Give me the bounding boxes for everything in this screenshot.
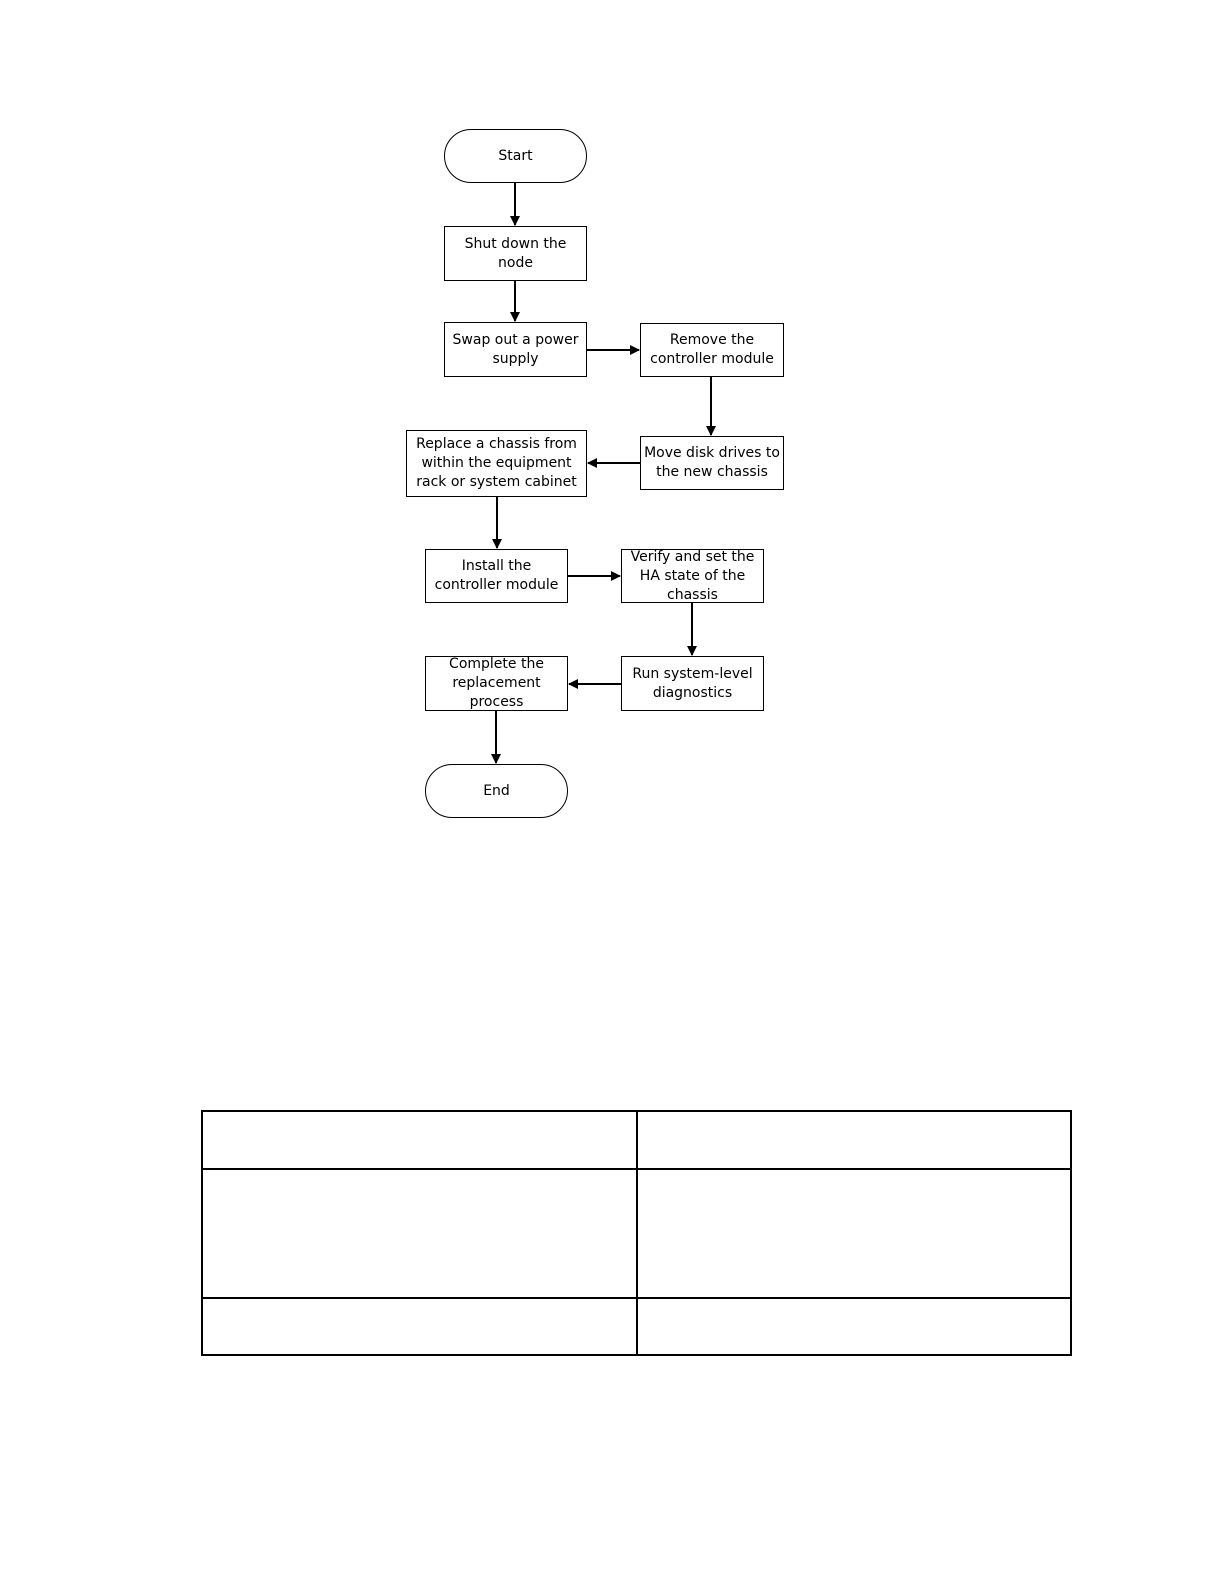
replace-chassis-step: Replace a chassis from within the equipm… <box>406 430 587 497</box>
install-controller-module-step: Install the controller module <box>425 549 568 603</box>
table-cell <box>201 1168 638 1299</box>
table-row <box>201 1110 1072 1170</box>
flowchart-connectors <box>491 183 716 764</box>
complete-replacement-step: Complete the replacement process <box>425 656 568 711</box>
run-diagnostics-step: Run system-level diagnostics <box>621 656 764 711</box>
blank-table <box>201 1110 1072 1356</box>
end-terminal: End <box>425 764 568 818</box>
table-cell <box>201 1297 638 1356</box>
table-cell <box>635 1297 1072 1356</box>
swap-power-supply-step: Swap out a power supply <box>444 322 587 377</box>
verify-ha-state-step: Verify and set the HA state of the chass… <box>621 549 764 603</box>
move-disk-drives-step: Move disk drives to the new chassis <box>640 436 784 490</box>
table-cell <box>201 1110 638 1170</box>
flowchart: Start Shut down the node Swap out a powe… <box>406 129 784 818</box>
start-terminal: Start <box>444 129 587 183</box>
table-row <box>201 1168 1072 1299</box>
shut-down-node-step: Shut down the node <box>444 226 587 281</box>
remove-controller-module-step: Remove the controller module <box>640 323 784 377</box>
table-cell <box>635 1168 1072 1299</box>
table-row <box>201 1297 1072 1356</box>
table-cell <box>635 1110 1072 1170</box>
